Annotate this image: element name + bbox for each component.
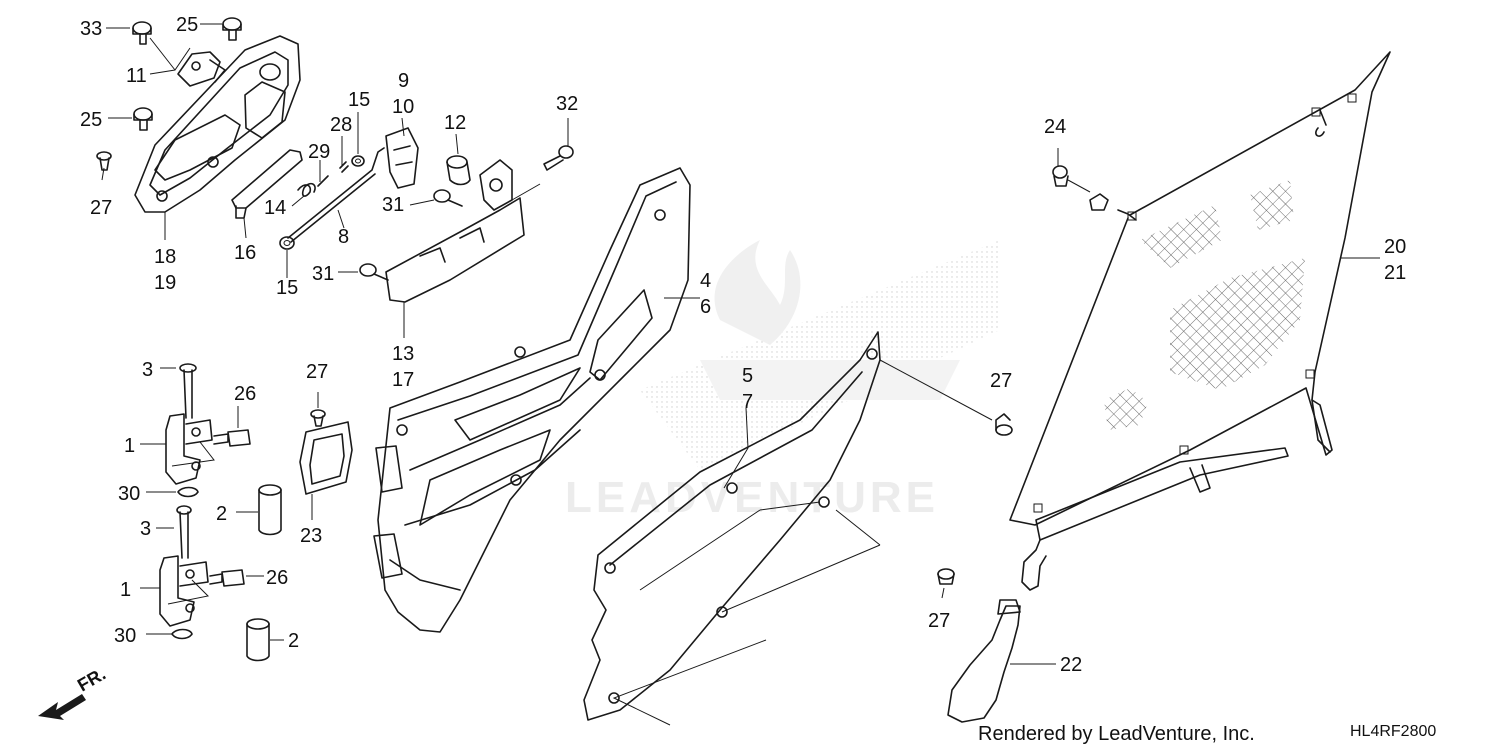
callout-4: 4 — [700, 270, 711, 292]
callout-1-upper: 1 — [124, 435, 135, 457]
callout-labels: 33 25 11 25 27 18 19 16 9 10 15 28 29 14… — [80, 14, 1406, 676]
door-panel-inner — [583, 331, 881, 721]
callout-3-lower: 3 — [140, 518, 151, 540]
bushing-2-lower — [246, 618, 270, 662]
callout-27-cover: 27 — [306, 361, 328, 383]
watermark: LEADVENTURE — [565, 240, 1000, 522]
callout-27-handle: 27 — [90, 197, 112, 219]
striker-bracket-13-17 — [385, 159, 525, 303]
clip-24 — [1052, 165, 1109, 211]
hinge-lower — [159, 555, 209, 627]
bushing-2-upper — [258, 484, 282, 536]
callout-3-upper: 3 — [142, 359, 153, 381]
rod-8 — [287, 147, 385, 243]
callout-8: 8 — [338, 226, 349, 248]
callout-13: 13 — [392, 343, 414, 365]
callout-31-upper: 31 — [382, 194, 404, 216]
callout-25-top: 25 — [176, 14, 198, 36]
bolt-31-lower — [359, 263, 389, 281]
callout-11: 11 — [126, 65, 147, 87]
diagram-code: HL4RF2800 — [1350, 723, 1436, 740]
front-arrow: FR. — [38, 664, 109, 720]
callout-21: 21 — [1384, 262, 1406, 284]
door-handle-housing — [134, 35, 301, 213]
callout-30-upper: 30 — [118, 483, 140, 505]
credit-text: Rendered by LeadVenture, Inc. — [978, 723, 1255, 745]
callout-1-lower: 1 — [120, 579, 131, 601]
callout-23: 23 — [300, 525, 322, 547]
callout-32: 32 — [556, 93, 578, 115]
washer-15-top — [351, 155, 365, 167]
callout-27-right-upper: 27 — [990, 370, 1012, 392]
callout-27-right-lower: 27 — [928, 610, 950, 632]
callout-19: 19 — [154, 272, 176, 294]
clip-11 — [177, 51, 226, 87]
bolt-25-mid — [133, 107, 153, 131]
bolt-25-top — [222, 17, 242, 41]
bolt-26-lower — [209, 569, 245, 587]
washer-15-bottom — [279, 236, 295, 250]
callout-16: 16 — [234, 242, 256, 264]
callout-2-upper: 2 — [216, 503, 227, 525]
callout-28: 28 — [330, 114, 352, 136]
clip-27-cover — [310, 409, 326, 427]
front-label: FR. — [74, 664, 109, 696]
callout-33: 33 — [80, 18, 102, 40]
callout-31-lower: 31 — [312, 263, 334, 285]
callout-25-mid: 25 — [80, 109, 102, 131]
spring-14 — [297, 182, 316, 197]
hinge-upper — [165, 413, 213, 485]
watermark-text: LEADVENTURE — [565, 473, 939, 522]
callout-15-top: 15 — [348, 89, 370, 111]
pin-3-lower — [176, 505, 192, 559]
clip-27-right-upper — [995, 413, 1013, 436]
callout-26-lower: 26 — [266, 567, 288, 589]
callout-6: 6 — [700, 296, 711, 318]
damper-12 — [446, 155, 471, 186]
strap-22 — [947, 539, 1047, 723]
callout-22: 22 — [1060, 654, 1082, 676]
door-panel-outer — [373, 167, 691, 633]
bolt-31-upper — [433, 189, 463, 207]
bracket-9-10 — [385, 127, 419, 189]
callout-30-lower: 30 — [114, 625, 136, 647]
callout-15-bottom: 15 — [276, 277, 298, 299]
callout-5: 5 — [742, 365, 753, 387]
bolt-26-upper — [213, 429, 251, 447]
net-20-21 — [1009, 51, 1391, 541]
washer-30-lower — [171, 628, 193, 640]
pin-29 — [317, 175, 329, 187]
clip-28 — [339, 161, 349, 173]
cover-23 — [299, 421, 353, 495]
clip-27-handle — [96, 151, 112, 171]
bolt-32 — [543, 145, 574, 171]
callout-7: 7 — [742, 391, 753, 413]
pin-3-upper — [179, 363, 197, 419]
callout-2-lower: 2 — [288, 630, 299, 652]
callout-29: 29 — [308, 141, 330, 163]
leader-lines — [101, 23, 1380, 726]
callout-26-upper: 26 — [234, 383, 256, 405]
washer-30-upper — [177, 486, 199, 498]
clip-27-right-lower — [937, 568, 955, 585]
callout-20: 20 — [1384, 236, 1406, 258]
callout-17: 17 — [392, 369, 414, 391]
callout-12: 12 — [444, 112, 466, 134]
bolt-33 — [132, 21, 152, 45]
lever-16 — [231, 149, 303, 219]
callout-18: 18 — [154, 246, 176, 268]
callout-24: 24 — [1044, 116, 1066, 138]
callout-14: 14 — [264, 197, 286, 219]
callout-9: 9 — [398, 70, 409, 92]
callout-10: 10 — [392, 96, 414, 118]
